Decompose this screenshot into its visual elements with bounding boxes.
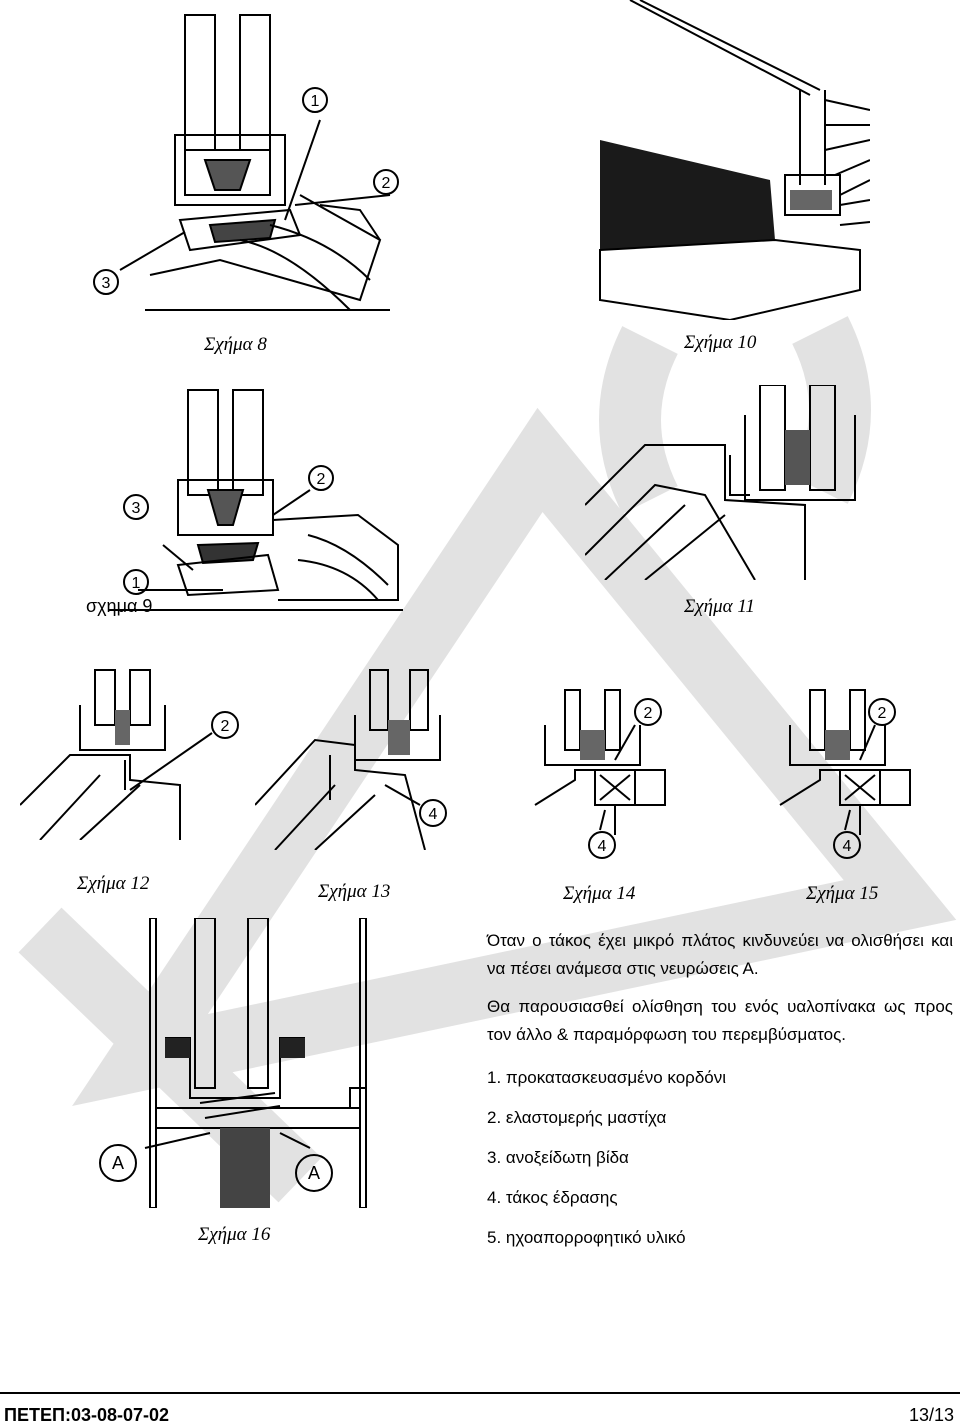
fig14-label-4: 4 <box>598 838 607 855</box>
fig13-label-4: 4 <box>429 806 438 823</box>
fig12-label-2: 2 <box>221 718 230 735</box>
footer-document-code: ΠΕΤΕΠ:03-08-07-02 <box>4 1405 170 1425</box>
caption-fig8: Σχήμα 8 <box>204 334 267 355</box>
caption-fig10: Σχήμα 10 <box>684 332 757 353</box>
caption-fig16: Σχήμα 16 <box>198 1224 271 1245</box>
legend-item-3: 3. ανοξείδωτη βίδα <box>487 1148 629 1167</box>
figure-10-drawing <box>599 0 870 320</box>
fig8-label-2: 2 <box>382 175 391 192</box>
paragraph-deformation: Θα παρουσιασθεί ολίσθηση του ενός υαλοπί… <box>487 997 953 1044</box>
fig9-label-3: 3 <box>132 500 141 517</box>
caption-fig13: Σχήμα 13 <box>318 881 391 902</box>
figure-12-drawing: 2 <box>20 669 239 840</box>
fig9-label-2: 2 <box>317 471 326 488</box>
figure-16-drawing: A A <box>99 918 367 1208</box>
caption-fig11: Σχήμα 11 <box>684 596 755 617</box>
figure-8-drawing: 1 2 3 <box>93 14 399 311</box>
figure-13-drawing: 4 <box>255 669 447 850</box>
footer-divider <box>0 1392 960 1394</box>
fig15-label-2: 2 <box>878 705 887 722</box>
fig8-label-3: 3 <box>102 275 111 292</box>
fig16-label-a-right: A <box>308 1163 320 1183</box>
fig9-label-1: 1 <box>132 575 141 592</box>
fig15-label-4: 4 <box>843 838 852 855</box>
caption-fig14: Σχήμα 14 <box>563 883 636 904</box>
legend-item-4: 4. τάκος έδρασης <box>487 1188 618 1207</box>
legend-item-2: 2. ελαστομερής μαστίχα <box>487 1108 667 1127</box>
paragraph-slip-warning: Όταν ο τάκος έχει μικρό πλάτος κινδυνεύε… <box>487 931 953 978</box>
figure-9-drawing: 3 2 1 σχημα 9 <box>86 389 403 616</box>
fig16-label-a-left: A <box>112 1153 124 1173</box>
fig8-label-1: 1 <box>311 93 320 110</box>
figure-11-drawing <box>585 385 856 580</box>
figure-14-drawing: 2 4 <box>534 689 666 859</box>
legend-item-5: 5. ηχοαπορροφητικό υλικό <box>487 1228 686 1247</box>
fig14-label-2: 2 <box>644 705 653 722</box>
caption-fig15: Σχήμα 15 <box>806 883 879 904</box>
legend-item-1: 1. προκατασκευασμένο κορδόνι <box>487 1068 727 1087</box>
footer-page-number: 13/13 <box>908 1405 954 1425</box>
caption-fig12: Σχήμα 12 <box>77 873 150 894</box>
figure-15-drawing: 2 4 <box>779 689 911 859</box>
fig9-handwritten-label: σχημα 9 <box>86 596 152 616</box>
